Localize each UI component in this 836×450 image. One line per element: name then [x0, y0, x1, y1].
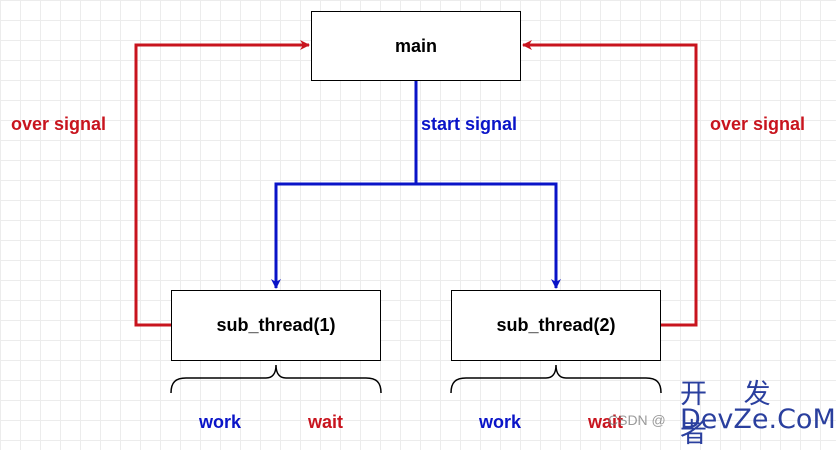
sub1-work-label: work — [199, 412, 242, 432]
sub-thread-2-label: sub_thread(2) — [496, 315, 616, 335]
sub2-wait-label: wait — [588, 412, 624, 432]
start-signal-branch-right — [416, 182, 561, 289]
start-signal-branch-left — [271, 182, 416, 289]
connector-layer — [134, 40, 698, 394]
over-signal-left-label: over signal — [11, 114, 107, 134]
csdn-watermark: CSDN @ — [608, 412, 666, 428]
sub2-work-label: work — [479, 412, 522, 432]
sub-thread-1-box: sub_thread(1) — [171, 290, 381, 361]
over-signal-right-line — [522, 40, 698, 327]
sub-thread-2-box: sub_thread(2) — [451, 290, 661, 361]
over-signal-left-line — [134, 40, 310, 327]
start-signal-label: start signal — [421, 114, 518, 134]
phase-brace-sub2 — [450, 364, 662, 394]
main-thread-box: main — [311, 11, 521, 81]
phase-brace-sub1 — [170, 364, 382, 394]
sub1-wait-label: wait — [308, 412, 344, 432]
sub-thread-1-label: sub_thread(1) — [216, 315, 336, 335]
main-thread-label: main — [394, 35, 437, 56]
over-signal-right-label: over signal — [710, 114, 806, 134]
watermark-brand: DevZe.CoM — [680, 404, 836, 435]
